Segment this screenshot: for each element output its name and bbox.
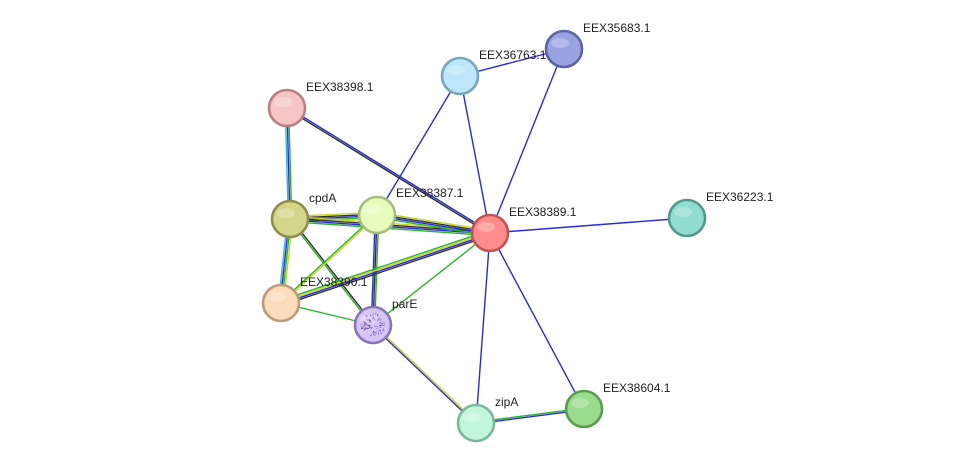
nodes-layer: EEX38389.1 EEX36763.1 EEX35683.1EEX38398.1… — [261, 21, 774, 443]
node-highlight — [447, 65, 465, 75]
node-highlight — [268, 292, 286, 302]
edge-line — [287, 106, 491, 233]
edge-line — [281, 233, 491, 305]
edge-line — [475, 232, 491, 424]
node-label: EEX38398.1 — [306, 80, 374, 94]
node-highlight — [674, 207, 692, 217]
node-eex35683-1[interactable]: EEX35683.1 — [544, 21, 651, 69]
node-circle[interactable] — [667, 198, 707, 238]
node-eex36763-1[interactable]: EEX36763.1 — [440, 48, 547, 96]
node-eex38387-1[interactable]: EEX38387.1 — [357, 186, 464, 235]
node-highlight — [364, 204, 382, 214]
edge-line — [372, 232, 491, 326]
node-label: EEX38387.1 — [396, 186, 464, 200]
edge-line — [288, 219, 373, 326]
edge-eex38389-1-eex38390-1 — [279, 229, 492, 307]
edge-line — [279, 229, 490, 302]
edge-line — [489, 48, 565, 234]
edge-line — [489, 217, 688, 234]
node-circle[interactable] — [357, 195, 397, 235]
edge-cpda-pare — [288, 218, 375, 326]
node-circle[interactable] — [470, 213, 510, 253]
node-zipa[interactable]: zipA — [456, 395, 518, 443]
node-circle[interactable] — [270, 199, 310, 239]
edge-line — [281, 234, 492, 307]
edge-line — [373, 323, 478, 423]
node-highlight — [477, 222, 495, 232]
node-circle[interactable] — [267, 88, 307, 128]
node-highlight — [274, 97, 292, 107]
edge-line — [280, 231, 490, 303]
edge-line — [376, 75, 461, 216]
node-label: zipA — [495, 395, 518, 409]
node-pare[interactable]: parE — [353, 297, 417, 345]
node-circle[interactable] — [440, 56, 480, 96]
edge-line — [290, 218, 375, 325]
edge-line — [279, 213, 377, 303]
node-highlight — [463, 412, 481, 422]
node-label: cpdA — [309, 191, 336, 205]
node-label: EEX36223.1 — [706, 190, 774, 204]
node-eex38398-1[interactable]: EEX38398.1 — [267, 80, 374, 128]
node-highlight — [571, 398, 589, 408]
edge-eex38398-1-eex38389-1 — [286, 106, 491, 235]
edge-eex36763-1-eex38389-1 — [459, 75, 491, 234]
edge-line — [286, 108, 490, 235]
edge-line — [459, 75, 491, 234]
node-circle[interactable] — [261, 283, 301, 323]
node-highlight — [551, 38, 569, 48]
protein-structure-icon — [360, 312, 386, 337]
node-cpda[interactable]: cpdA — [270, 191, 336, 239]
edge-line — [371, 325, 476, 425]
edge-eex38387-1-eex38390-1 — [279, 213, 379, 305]
node-highlight — [277, 208, 295, 218]
node-eex38604-1[interactable]: EEX38604.1 — [564, 381, 671, 429]
node-eex38390-1[interactable]: EEX38390.1 — [261, 275, 368, 323]
edge-eex36763-1-eex38387-1 — [376, 75, 461, 216]
node-eex38389-1[interactable]: EEX38389.1 — [470, 205, 577, 253]
node-circle[interactable] — [456, 403, 496, 443]
node-label: EEX38604.1 — [603, 381, 671, 395]
node-circle[interactable] — [564, 389, 604, 429]
node-label: EEX38389.1 — [509, 205, 577, 219]
edge-eex35683-1-eex38389-1 — [489, 48, 565, 234]
node-label: parE — [392, 297, 417, 311]
edge-eex38389-1-eex36223-1 — [489, 217, 688, 234]
edge-line — [489, 232, 585, 410]
node-eex36223-1[interactable]: EEX36223.1 — [667, 190, 774, 238]
edge-eex38389-1-zipa — [475, 232, 491, 424]
edge-eex38389-1-pare — [372, 232, 491, 326]
node-circle[interactable] — [544, 29, 584, 69]
edge-eex38389-1-eex38604-1 — [489, 232, 585, 410]
node-label: EEX35683.1 — [583, 21, 651, 35]
node-circle[interactable] — [353, 305, 393, 345]
node-label: EEX38390.1 — [300, 275, 368, 289]
edge-line — [281, 215, 379, 305]
edge-pare-zipa — [371, 323, 478, 425]
node-label: EEX36763.1 — [479, 48, 547, 62]
